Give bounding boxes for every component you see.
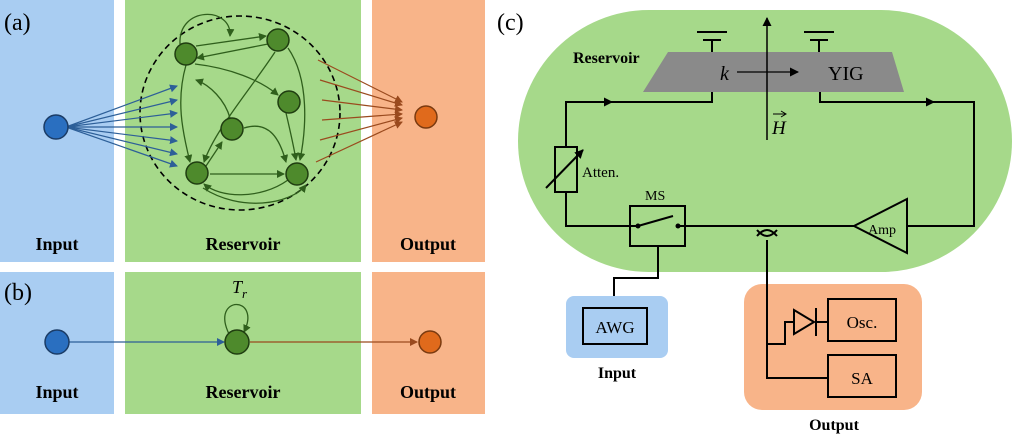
switch-blade [637,215,674,227]
panel-c: (c) Reservoir k YIG H [497,10,1012,434]
input-arrow [65,97,178,128]
vector-overbar-tip [780,110,787,118]
recurrent-arrow [202,184,307,204]
reservoir-label-a: Reservoir [206,234,281,254]
reservoir-node [185,161,209,185]
reservoir-connections [179,13,307,204]
time-constant-label: Tr [232,277,248,301]
output-node [418,330,442,354]
input-arrow [65,126,178,145]
output-arrow [321,99,403,114]
wire-output-detector [767,321,794,345]
attenuator-arrow [545,149,584,189]
wire-awg [613,246,659,307]
output-node [414,105,438,129]
reservoir-node [174,42,198,66]
wire-bottom-left [565,192,630,227]
output-label-a: Output [400,234,456,254]
output-arrow [319,115,403,141]
output-arrow [315,121,403,163]
output-label-c: Output [809,417,859,434]
output-arrow [321,110,403,121]
output-region-a [372,0,485,262]
input-node [43,114,69,140]
input-arrow [65,84,178,128]
wire-right [819,92,975,227]
panel-b-tag: (b) [4,280,32,306]
input-connections [65,84,178,168]
diode-triangle [793,308,816,336]
input-label-a: Input [35,234,78,254]
amplifier-triangle [851,197,908,255]
panel-a-tag: (a) [4,10,31,36]
reservoir-node [224,329,250,355]
spectrum-analyzer-label: SA [851,369,873,388]
switch-label: MS [645,189,665,204]
wave-vector-label: k [720,63,730,85]
output-arrow [317,59,403,103]
attenuator-box [554,146,578,193]
yig-label: YIG [828,63,864,85]
self-loop-arrow [179,13,235,45]
input-arrow [65,126,178,157]
awg-label: AWG [595,318,634,337]
recurrent-arrow [287,47,306,161]
amplifier-label: Amp [868,223,896,238]
output-connections [315,59,403,163]
antenna-grounds [697,31,834,52]
reservoir-node [266,28,290,52]
reservoir-node [285,162,309,186]
recurrent-arrow [180,64,193,163]
magnetic-field-label: H [771,118,787,139]
self-loop-arrow [224,303,251,335]
reservoir-label-c: Reservoir [573,50,640,67]
spectrum-analyzer-box [827,354,897,398]
wire-top-left [565,92,713,147]
awg-box [582,307,648,345]
input-region-c [566,296,668,358]
input-arrow [65,126,178,168]
recurrent-arrow [205,141,223,167]
attenuator-label: Atten. [582,165,619,181]
output-wiring [766,284,828,379]
recurrent-arrow [285,112,299,161]
recurrent-arrow [195,33,267,47]
output-arrow [319,79,403,107]
input-label-c: Input [598,365,637,382]
recurrent-arrow [194,63,279,96]
reservoir-node [220,117,244,141]
recurrent-arrow [202,51,276,163]
output-label-b: Output [400,382,456,402]
panel-c-tag: (c) [497,10,524,36]
oscilloscope-box [827,298,897,342]
wire-output-main [766,284,828,379]
reservoir-boundary [139,15,341,211]
recurrent-arrow [195,78,231,119]
input-label-b: Input [35,382,78,402]
reservoir-node [277,90,301,114]
input-node [44,329,70,355]
recurrent-arrow [243,125,289,163]
reservoir-label-b: Reservoir [206,382,281,402]
panel-b: (b) Tr Input Reservoir Output [0,272,485,414]
coupler-symbol [756,229,778,237]
input-arrow [65,109,178,128]
recurrent-arrow [196,43,269,61]
panel-a: (a) [0,0,485,262]
oscilloscope-label: Osc. [847,313,878,332]
recurrent-arrow [203,179,289,196]
